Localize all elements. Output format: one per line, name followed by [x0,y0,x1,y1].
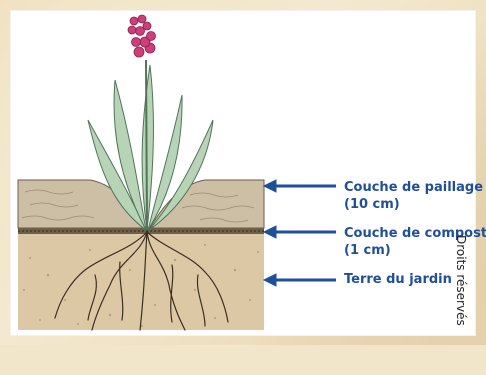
copyright-notice: Droits réservés [454,235,468,375]
flower-head [128,15,156,57]
mulching-diagram [0,0,486,345]
label-mulch-layer: Couche de paillage [344,180,483,196]
label-mulch-depth: (10 cm) [344,197,400,213]
annotation-arrows [264,180,336,286]
label-garden-soil: Terre du jardin [344,272,452,288]
flower-stem [146,60,147,230]
label-compost-depth: (1 cm) [344,243,391,259]
